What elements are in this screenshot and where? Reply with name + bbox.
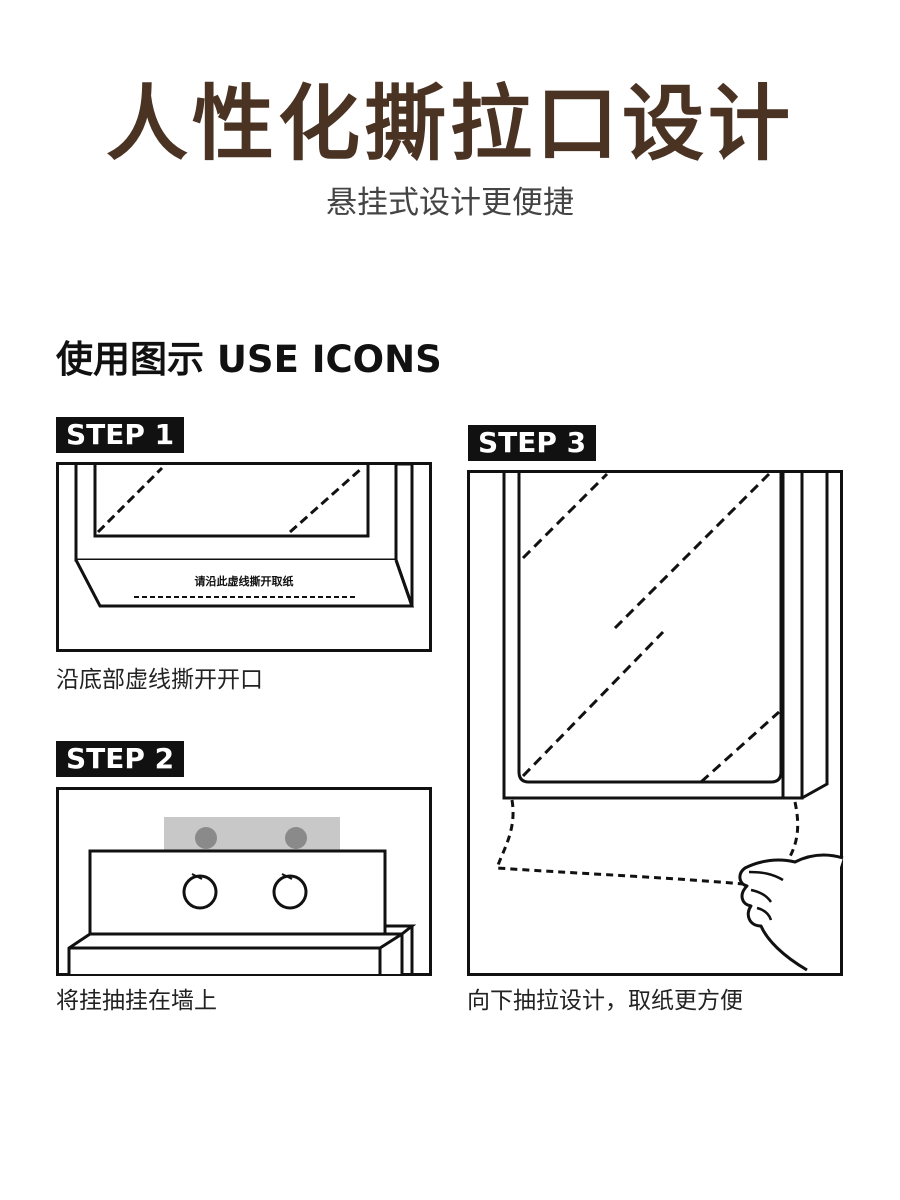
step-2-illustration xyxy=(56,787,432,976)
step-2-caption: 将挂抽挂在墙上 xyxy=(56,988,217,1014)
step-3-caption: 向下抽拉设计，取纸更方便 xyxy=(467,988,743,1014)
hand-icon xyxy=(738,853,844,972)
page-subtitle: 悬挂式设计更便捷 xyxy=(326,185,574,221)
step-3-window xyxy=(517,472,783,784)
hook-strip xyxy=(164,817,340,851)
hook-dot xyxy=(195,827,217,849)
page-title: 人性化撕拉口设计 xyxy=(105,77,794,172)
step-2-label: STEP 2 xyxy=(56,741,185,777)
step-1-frame xyxy=(56,462,432,652)
step-3-label: STEP 3 xyxy=(468,425,597,461)
step-1-illustration: 请沿此虚线撕开取纸 xyxy=(56,462,432,652)
hanging-panel xyxy=(88,849,387,936)
hook-hole xyxy=(182,874,218,910)
paper-sheet xyxy=(494,799,744,886)
step-2-box xyxy=(67,932,404,974)
section-title: 使用图示 USE ICONS xyxy=(56,338,442,381)
step-1-label: STEP 1 xyxy=(56,417,185,453)
step-1-caption: 沿底部虚线撕开开口 xyxy=(56,667,263,693)
step-1-box-text: 请沿此虚线撕开取纸 xyxy=(195,574,294,588)
step-3-illustration xyxy=(467,470,844,976)
step-1-window xyxy=(93,464,370,538)
step-3-box-outline xyxy=(502,472,804,800)
hook-hole xyxy=(272,874,308,910)
hook-dot xyxy=(285,827,307,849)
